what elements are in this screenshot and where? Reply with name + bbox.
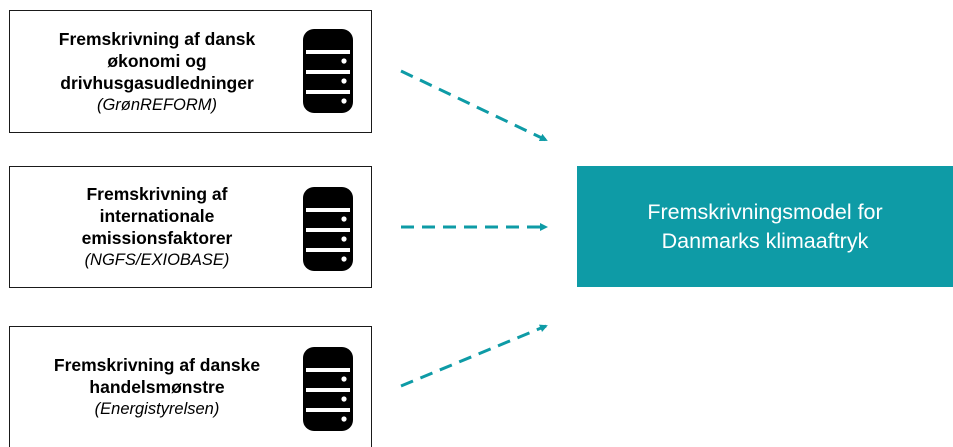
target-model-box: Fremskrivningsmodel for Danmarks klimaaf… (577, 166, 953, 287)
source-box-energistyrelsen: Fremskrivning af danske handelsmønstre (… (9, 326, 372, 447)
database-icon (303, 187, 353, 271)
target-model-label: Fremskrivningsmodel for Danmarks klimaaf… (647, 199, 883, 253)
source-box-text: Fremskrivning af dansk økonomi og drivhu… (28, 11, 286, 132)
source-title: Fremskrivning af internationale emission… (81, 184, 233, 248)
source-box-text: Fremskrivning af danske handelsmønstre (… (28, 327, 286, 447)
source-box-ngfs-exiobase: Fremskrivning af internationale emission… (9, 166, 372, 288)
source-reference: (Energistyrelsen) (94, 400, 220, 418)
source-box-text: Fremskrivning af internationale emission… (28, 167, 286, 287)
arrow-top (400, 69, 548, 142)
source-reference: (NGFS/EXIOBASE) (84, 251, 230, 269)
source-title: Fremskrivning af dansk økonomi og drivhu… (58, 28, 256, 93)
source-title: Fremskrivning af danske handelsmønstre (53, 355, 261, 397)
source-box-gronreform: Fremskrivning af dansk økonomi og drivhu… (9, 10, 372, 133)
arrow-bottom (400, 324, 548, 388)
source-reference: (GrønREFORM) (96, 95, 218, 114)
database-icon (303, 347, 353, 431)
database-icon (303, 29, 353, 113)
